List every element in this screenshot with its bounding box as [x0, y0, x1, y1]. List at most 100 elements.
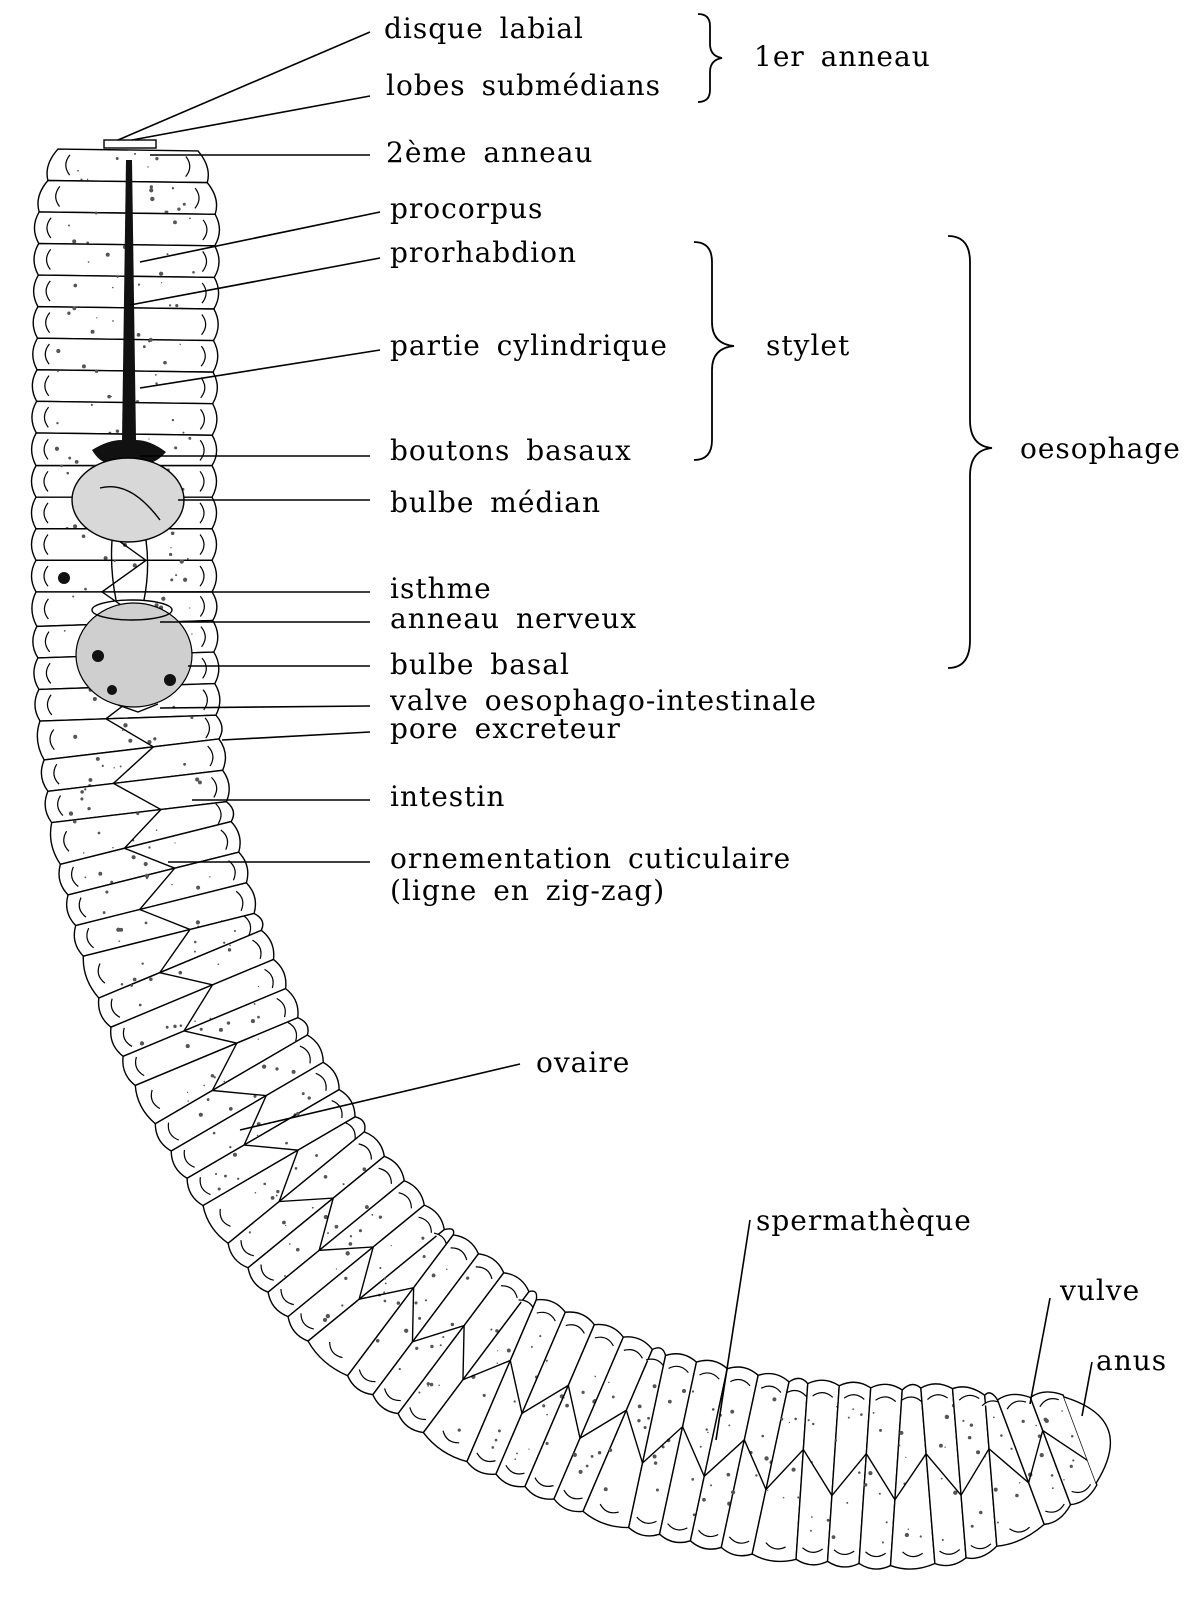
- stipple-dot: [783, 1497, 785, 1499]
- stipple-dot: [997, 1522, 999, 1524]
- stipple-dot: [233, 1153, 237, 1157]
- stipple-dot: [121, 983, 124, 986]
- stipple-dot: [56, 349, 60, 353]
- stipple-dot: [166, 1026, 169, 1029]
- labels: disque labial lobes submédians 1er annea…: [384, 12, 1181, 1377]
- stipple-dot: [882, 1541, 884, 1543]
- stipple-dot: [282, 1221, 286, 1225]
- stipple-dot: [384, 1300, 387, 1303]
- stipple-dot: [421, 1237, 424, 1240]
- stipple-dot: [490, 1328, 492, 1330]
- stipple-dot: [846, 1502, 848, 1504]
- stipple-dot: [276, 1195, 278, 1197]
- stipple-dot: [150, 185, 153, 188]
- stipple-dot: [702, 1498, 706, 1502]
- stipple-dot: [137, 333, 141, 337]
- stipple-dot: [174, 446, 177, 449]
- brace-oesophage: [948, 236, 992, 668]
- labial-disc: [104, 140, 156, 148]
- stipple-dot: [430, 1345, 433, 1348]
- stipple-dot: [644, 1426, 647, 1429]
- stipple-dot: [150, 197, 154, 201]
- stipple-dot: [442, 1336, 444, 1338]
- stipple-dot: [215, 1173, 217, 1175]
- stipple-dot: [257, 1016, 260, 1019]
- stipple-dot: [271, 1196, 275, 1200]
- stipple-dot: [539, 1335, 541, 1337]
- stipple-dot: [920, 1535, 922, 1537]
- stipple-dot: [898, 1444, 900, 1446]
- stipple-dot: [136, 812, 139, 815]
- stipple-dot: [365, 1205, 369, 1209]
- stipple-dot: [879, 1429, 882, 1432]
- stipple-dot: [173, 220, 177, 224]
- label-ornementation-2: (ligne en zig-zag): [390, 874, 665, 907]
- median-bulb: [72, 458, 184, 542]
- stipple-dot: [706, 1428, 708, 1430]
- stipple-dot: [66, 472, 69, 475]
- stipple-dot: [255, 1192, 257, 1194]
- stipple-dot: [326, 1314, 330, 1318]
- stipple-dot: [229, 945, 231, 947]
- stipple-dot: [591, 1455, 594, 1458]
- stipple-dot: [83, 852, 85, 854]
- stipple-dot: [363, 1167, 367, 1171]
- stipple-dot: [112, 847, 113, 848]
- label-bulbe-basal: bulbe basal: [390, 648, 570, 681]
- stipple-dot: [335, 1225, 339, 1229]
- stipple-dot: [864, 1483, 868, 1487]
- stipple-dot: [77, 170, 79, 172]
- stipple-dot: [80, 797, 83, 800]
- stipple-dot: [350, 1235, 352, 1237]
- stipple-dot: [327, 1232, 329, 1234]
- stipple-dot: [797, 1496, 799, 1498]
- stipple-dot: [498, 1429, 501, 1432]
- stipple-dot: [258, 986, 259, 987]
- brace-stylet: [694, 242, 734, 460]
- stipple-dot: [404, 1329, 408, 1333]
- stipple-dot: [792, 1468, 796, 1472]
- label-partie-cylindrique: partie cylindrique: [390, 329, 668, 362]
- stipple-dot: [341, 1304, 343, 1306]
- stipple-dot: [194, 941, 197, 944]
- stipple-dot: [418, 1317, 421, 1320]
- stipple-dot: [812, 1423, 814, 1425]
- stipple-dot: [516, 1453, 518, 1455]
- stipple-dot: [73, 735, 77, 739]
- nucleus-1: [92, 650, 104, 662]
- stipple-dot: [1072, 1459, 1074, 1461]
- stipple-dot: [432, 1274, 436, 1278]
- stipple-dot: [423, 1255, 426, 1258]
- stipple-dot: [257, 1135, 258, 1136]
- stipple-dot: [430, 1383, 434, 1387]
- stipple-dot: [1063, 1479, 1064, 1480]
- stipple-dot: [710, 1484, 712, 1486]
- stipple-dot: [173, 1025, 176, 1028]
- stipple-dot: [653, 1455, 657, 1459]
- stipple-dot: [899, 1431, 903, 1435]
- stipple-dot: [586, 1465, 589, 1468]
- stipple-dot: [223, 1081, 225, 1083]
- stipple-dot: [609, 1449, 612, 1452]
- stipple-dot: [848, 1417, 850, 1419]
- stipple-dot: [385, 1283, 387, 1285]
- stipple-dot: [189, 218, 191, 220]
- label-bulbe-median: bulbe médian: [390, 486, 601, 519]
- stipple-dot: [767, 1490, 768, 1491]
- stipple-dot: [68, 224, 70, 226]
- stipple-dot: [594, 1376, 596, 1378]
- stipple-dot: [1010, 1448, 1012, 1450]
- stipple-dot: [84, 788, 86, 790]
- label-intestin: intestin: [390, 780, 505, 813]
- stipple-dot: [161, 597, 165, 601]
- stipple-dot: [712, 1408, 715, 1411]
- stipple-dot: [873, 1412, 875, 1414]
- stipple-dot: [171, 531, 175, 535]
- label-anus: anus: [1096, 1344, 1167, 1377]
- stipple-dot: [148, 438, 149, 439]
- stipple-dot: [941, 1478, 943, 1480]
- stipple-dot: [219, 1028, 223, 1032]
- label-lobes-submedians: lobes submédians: [386, 69, 661, 102]
- stipple-dot: [451, 1323, 454, 1326]
- stipple-dot: [56, 422, 58, 424]
